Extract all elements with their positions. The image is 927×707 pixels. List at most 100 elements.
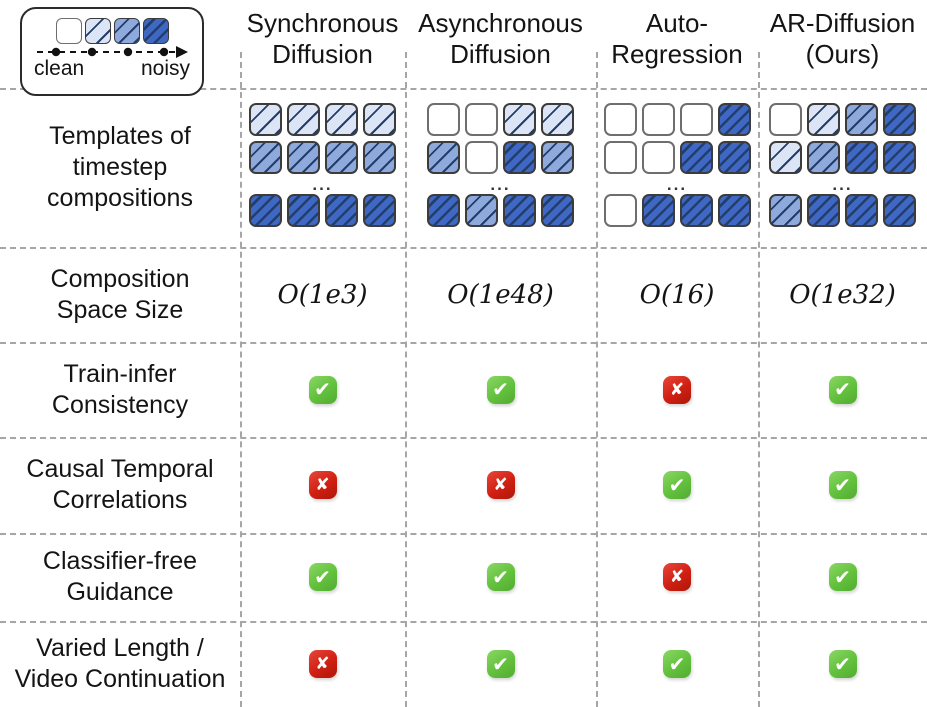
ellipsis: ... (666, 175, 688, 194)
status-cell: ✔ (240, 533, 405, 621)
timestep-square-level-3 (641, 194, 675, 227)
row-label-line: Correlations (52, 486, 188, 514)
column-header-line: AR-Diffusion (769, 8, 916, 38)
timestep-square-level-2 (465, 194, 498, 227)
check-icon: ✔ (486, 375, 515, 404)
timestep-square-level-2 (541, 141, 574, 174)
timestep-square-level-3 (503, 141, 536, 174)
timestep-square-level-3 (427, 194, 460, 227)
timestep-square-level-0 (641, 103, 675, 136)
timestep-square-level-1 (503, 103, 536, 136)
legend-noisy-label: noisy (140, 57, 190, 80)
timestep-square-level-2 (807, 141, 840, 174)
timestep-square-level-3 (845, 141, 878, 174)
column-header-ar-diffusion-ours: AR-Diffusion (Ours) (758, 0, 927, 88)
check-icon: ✔ (308, 375, 337, 404)
composition-size-value: O(1e48) (447, 279, 554, 310)
timestep-row (249, 103, 396, 136)
timestep-square-level-0 (641, 141, 675, 174)
grid-line-horizontal (0, 88, 927, 90)
timestep-square-level-1 (541, 103, 574, 136)
timestep-square-level-0 (603, 194, 637, 227)
timestep-square-level-2 (249, 141, 282, 174)
status-cell: ✘ (596, 533, 758, 621)
legend-box: clean noisy (20, 7, 204, 96)
cross-icon: ✘ (486, 471, 515, 499)
row-label-classifier-free-guidance: Classifier-free Guidance (0, 533, 240, 621)
cross-icon: ✘ (308, 650, 337, 678)
status-cell: ✘ (240, 437, 405, 533)
status-cell: ✔ (405, 342, 596, 437)
status-cell: ✔ (596, 437, 758, 533)
template-cell-auto-regression: ... (596, 88, 758, 247)
row-label-train-infer-consistency: Train-infer Consistency (0, 342, 240, 437)
row-label-line: Space Size (56, 295, 184, 324)
timestep-square-level-3 (717, 141, 751, 174)
row-label-line: Classifier-free (42, 547, 198, 575)
timestep-square-level-3 (717, 194, 751, 227)
row-label-line: Train-infer (63, 359, 177, 388)
legend-clean-label: clean (34, 57, 85, 80)
status-cell: ✔ (405, 621, 596, 707)
timestep-square-level-1 (769, 141, 802, 174)
timestep-square-level-3 (883, 141, 916, 174)
composition-size-value: O(1e32) (789, 279, 896, 310)
timestep-row (603, 103, 751, 136)
check-icon: ✔ (663, 650, 691, 678)
row-label-line: Templates of (49, 122, 191, 150)
timestep-row (769, 103, 916, 136)
check-icon: ✔ (308, 563, 337, 591)
timestep-square-level-2 (769, 194, 802, 227)
timestep-square-level-3 (249, 194, 282, 227)
timestep-square-level-0 (465, 141, 498, 174)
status-cell: ✔ (405, 533, 596, 621)
timestep-square-level-3 (503, 194, 536, 227)
row-label-line: Causal Temporal (26, 455, 214, 483)
grid-line-vertical (405, 52, 407, 707)
status-cell: ✔ (240, 342, 405, 437)
row-label-line: timestep (72, 153, 168, 181)
grid-line-vertical (596, 52, 598, 707)
noise-level-0-square-icon (55, 18, 82, 44)
ellipsis: ... (832, 175, 853, 194)
timestep-square-level-0 (603, 103, 637, 136)
timestep-square-level-3 (883, 103, 916, 136)
timestep-row (769, 194, 916, 227)
check-icon: ✔ (828, 471, 857, 499)
timestep-row (769, 141, 916, 174)
column-header-line: Diffusion (272, 38, 373, 69)
timestep-square-level-2 (363, 141, 396, 174)
timestep-row (427, 194, 574, 227)
column-header-auto-regression: Auto- Regression (596, 0, 758, 88)
timestep-square-level-0 (465, 103, 498, 136)
status-cell: ✔ (758, 533, 927, 621)
status-cell: ✘ (240, 621, 405, 707)
row-label-line: Composition (50, 264, 190, 293)
timestep-square-level-2 (325, 141, 358, 174)
ellipsis: ... (312, 175, 333, 194)
noise-level-3-square-icon (142, 18, 169, 44)
column-header-line: Diffusion (450, 38, 551, 69)
timestep-square-level-1 (807, 103, 840, 136)
timestep-square-level-0 (603, 141, 637, 174)
grid-line-horizontal (0, 533, 927, 535)
row-label-causal-temporal-correlations: Causal Temporal Correlations (0, 437, 240, 533)
status-cell: ✔ (758, 437, 927, 533)
template-cell-synchronous: ... (240, 88, 405, 247)
status-cell: ✔ (758, 621, 927, 707)
clean-to-noisy-arrow-icon (37, 46, 188, 58)
check-icon: ✔ (828, 375, 857, 404)
timestep-square-level-2 (845, 103, 878, 136)
timestep-square-level-2 (287, 141, 320, 174)
timestep-row (603, 194, 751, 227)
timestep-square-level-0 (679, 103, 713, 136)
check-icon: ✔ (486, 650, 515, 678)
column-header-line: (Ours) (805, 38, 880, 69)
grid-line-horizontal (0, 247, 927, 249)
status-cell: ✘ (405, 437, 596, 533)
timestep-square-level-3 (845, 194, 878, 227)
composition-size-value: O(16) (639, 279, 715, 310)
status-cell: ✔ (758, 342, 927, 437)
